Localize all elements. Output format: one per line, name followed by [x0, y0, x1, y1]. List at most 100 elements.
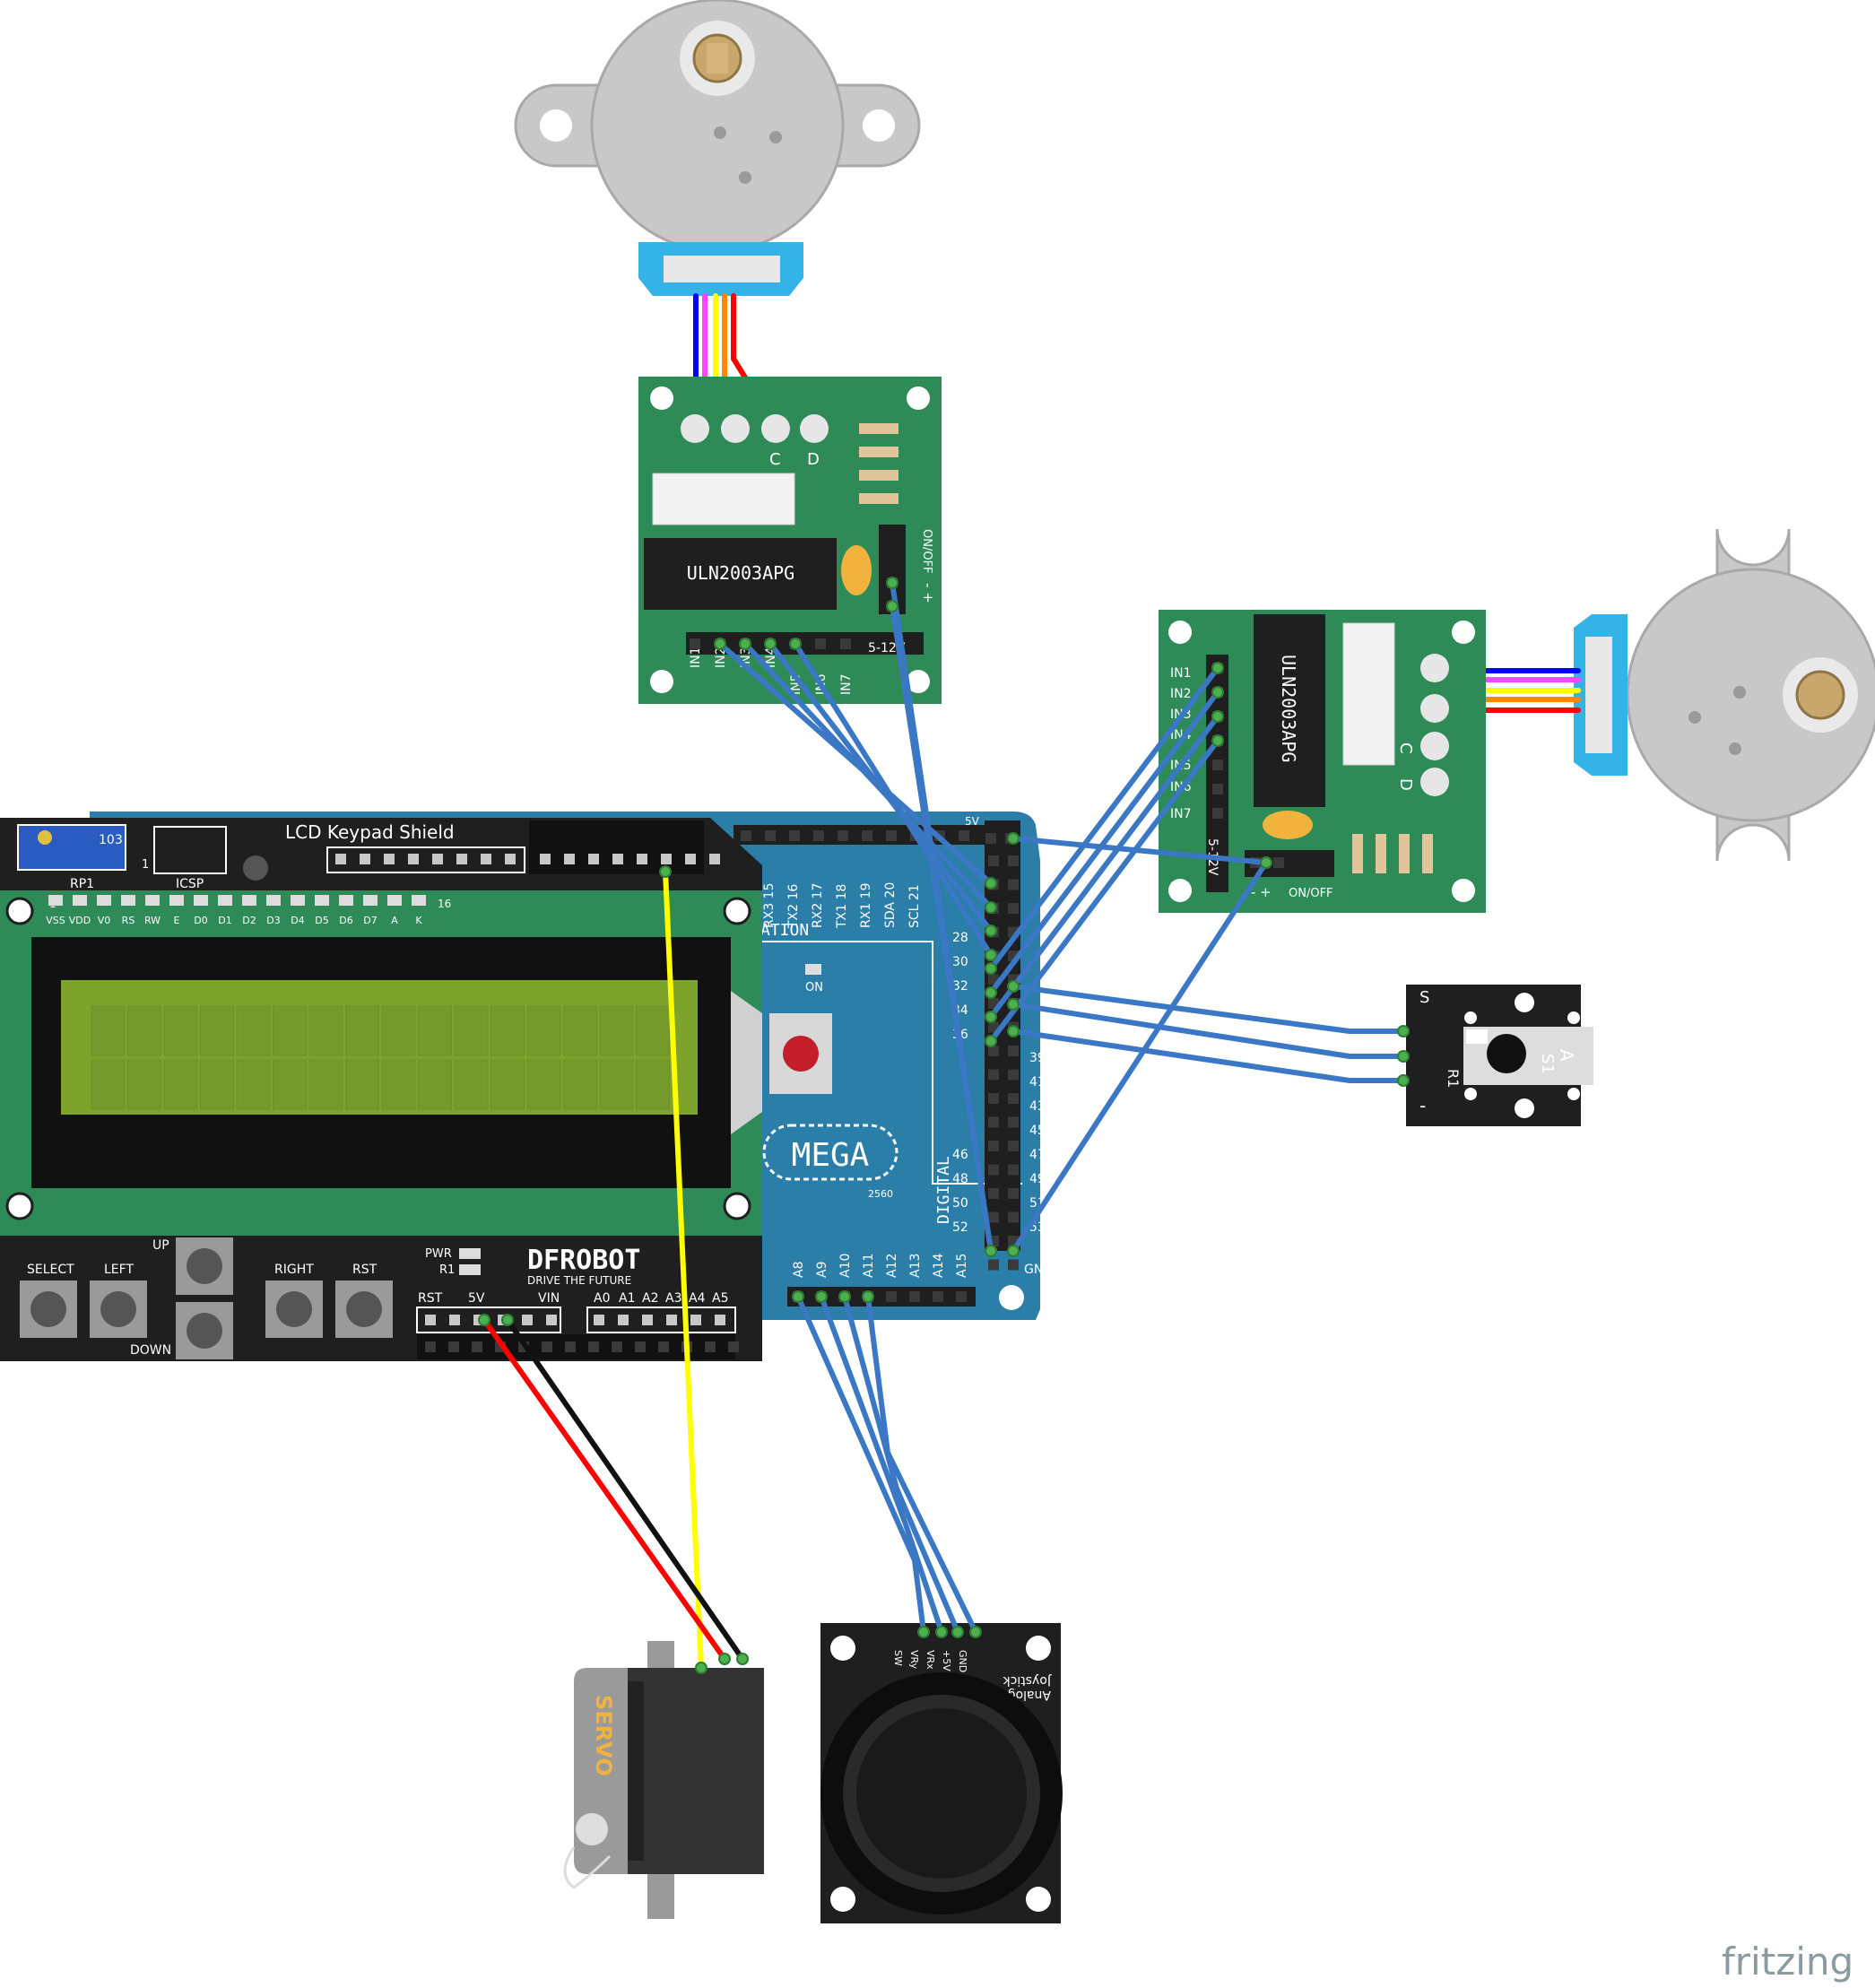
joystick-stick[interactable]	[820, 1672, 1063, 1914]
wire-end	[478, 1314, 490, 1326]
wire[interactable]	[1011, 1002, 1406, 1059]
lcd-pin-end: 16	[438, 898, 451, 910]
header-pin	[690, 1315, 701, 1325]
wire-end	[695, 1662, 707, 1674]
lcd-char-cell	[163, 1005, 198, 1056]
header-pin	[594, 1315, 604, 1325]
wire[interactable]	[865, 1294, 978, 1635]
header-pin	[709, 854, 720, 864]
button-module-r1: R1	[1445, 1069, 1462, 1088]
driver-top-power-label: - +	[920, 583, 936, 603]
wire-end	[1007, 832, 1020, 845]
header-pin	[472, 1341, 482, 1352]
lcd-char-cell	[490, 1005, 525, 1056]
stepper-motor-right	[1574, 505, 1875, 890]
wire-end	[739, 638, 751, 650]
lcd-char-cell	[200, 1005, 234, 1056]
lcd-pin-pad	[97, 895, 111, 906]
header-pin	[959, 830, 969, 841]
lcd-power-rst: RST	[418, 1291, 443, 1306]
header-pin	[1008, 1259, 1019, 1271]
wire[interactable]	[1011, 984, 1406, 1034]
lcd-char-cell	[636, 1059, 670, 1110]
wire-end	[935, 1626, 948, 1638]
wire[interactable]	[988, 690, 1220, 995]
mega-a11: A11	[862, 1254, 876, 1278]
lcd-char-cell	[526, 1059, 561, 1110]
btn-down[interactable]	[176, 1302, 233, 1359]
mega-pin-32: 32	[952, 979, 968, 994]
wire[interactable]	[1011, 860, 1269, 1254]
wire[interactable]	[795, 1294, 926, 1635]
wire[interactable]	[742, 641, 994, 910]
lcd-char-cell	[200, 1059, 234, 1110]
header-pin	[933, 1291, 943, 1302]
wire-end	[815, 1290, 828, 1303]
wire[interactable]	[890, 603, 994, 1254]
lcd-pin-label: RW	[144, 915, 161, 926]
wire[interactable]	[1011, 1029, 1406, 1083]
wire-end	[501, 1314, 514, 1326]
header-pin	[456, 854, 467, 864]
btn-up[interactable]	[176, 1237, 233, 1295]
wire[interactable]	[842, 1294, 960, 1635]
header-pin	[988, 1211, 999, 1223]
header-pin	[956, 1291, 967, 1302]
wire-end	[718, 1653, 731, 1665]
btn-left[interactable]	[90, 1280, 147, 1338]
btn-rst[interactable]	[335, 1280, 393, 1338]
mega-pin-30: 30	[952, 955, 968, 969]
header-pin	[335, 854, 346, 864]
header-pin	[1008, 1141, 1019, 1151]
header-pin	[448, 1341, 459, 1352]
header-pin	[840, 638, 851, 649]
wire[interactable]	[988, 665, 1220, 971]
mega-gnd-label: GND	[1024, 1263, 1053, 1277]
wire[interactable]	[505, 1317, 745, 1662]
lcd-a4: A4	[689, 1291, 706, 1306]
uln2003-driver-right: ULN2003APG C D ON/OFF - + IN1 IN2 IN3 IN…	[1159, 610, 1486, 913]
header-pin	[862, 830, 872, 841]
lcd-a1: A1	[619, 1291, 635, 1306]
stepper-motor-top	[514, 0, 921, 296]
joystick-pin-vrx: VRx	[924, 1650, 936, 1670]
lcd-pin-label: VDD	[69, 915, 91, 926]
wire-end	[985, 1245, 997, 1257]
btn-right[interactable]	[265, 1280, 323, 1338]
mega-pin-46: 46	[952, 1148, 968, 1162]
mega-a13: A13	[908, 1254, 923, 1278]
module-push-button[interactable]	[1487, 1034, 1526, 1073]
header-pin	[360, 854, 370, 864]
lcd-icsp-pin1: 1	[142, 858, 149, 872]
btn-select[interactable]	[20, 1280, 77, 1338]
lcd-pin-pad	[315, 895, 329, 906]
driver-top-switch-label: ON/OFF	[920, 529, 933, 574]
wire[interactable]	[988, 714, 1220, 1020]
lcd-char-cell	[273, 1059, 307, 1110]
wire[interactable]	[768, 641, 994, 933]
mega-pin-50: 50	[952, 1196, 968, 1211]
lcd-pin-pad	[194, 895, 208, 906]
wire-end	[985, 1011, 997, 1023]
header-pin	[741, 830, 751, 841]
header-pin	[886, 1291, 897, 1302]
wire[interactable]	[663, 869, 704, 1671]
wire-end	[838, 1290, 851, 1303]
driver-right-in2: IN2	[1170, 687, 1192, 701]
wire[interactable]	[1011, 836, 1269, 865]
lcd-char-cell	[418, 1005, 452, 1056]
header-pin	[425, 1341, 436, 1352]
wire-end	[951, 1626, 964, 1638]
header-pin	[1273, 857, 1284, 868]
lcd-char-cell	[91, 1059, 126, 1110]
header-pin	[1008, 1188, 1019, 1199]
driver-top-chip: ULN2003APG	[687, 562, 794, 584]
header-pin	[612, 1341, 622, 1352]
wire[interactable]	[482, 1317, 727, 1662]
wire[interactable]	[819, 1294, 944, 1635]
lcd-icsp-label: ICSP	[176, 877, 204, 891]
header-pin	[1008, 1211, 1019, 1223]
wire[interactable]	[793, 641, 994, 958]
header-pin	[588, 1341, 599, 1352]
header-pin	[988, 1046, 999, 1056]
